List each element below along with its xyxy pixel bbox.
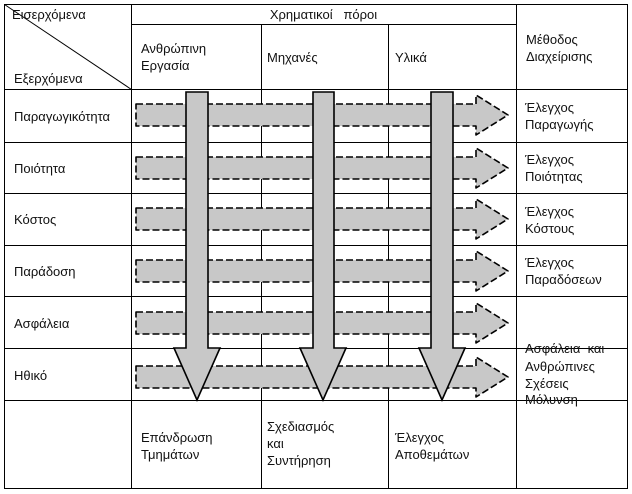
bottom-label-design-maintenance: Σχεδιασμός και Συντήρηση xyxy=(267,419,335,468)
row-label-cost: Κόστος xyxy=(14,212,57,227)
row-label-quality: Ποιότητα xyxy=(14,161,66,176)
row-label-safety: Ασφάλεια xyxy=(14,316,70,331)
column-header-machines: Μηχανές xyxy=(267,50,318,65)
resources-header: Χρηματικοί πόροι xyxy=(269,7,378,22)
corner-inputs-label: Εισερχόμενα xyxy=(12,7,86,22)
method-production-control: Έλεγχος Παραγωγής xyxy=(525,100,594,132)
row-label-morale: Ηθικό xyxy=(14,368,48,383)
row-label-productivity: Παραγωγικότητα xyxy=(14,109,111,124)
corner-outputs-label: Εξερχόμενα xyxy=(14,71,83,86)
method-quality-control: Έλεγχος Ποιότητας xyxy=(525,152,583,184)
column-header-materials: Υλικά xyxy=(395,50,427,65)
management-header: Μέθοδος Διαχείρισης xyxy=(526,32,593,64)
method-cost-control: Έλεγχος Κόστους xyxy=(525,204,575,236)
method-human-relations: Ανθρώπινες Σχέσεις xyxy=(525,359,595,391)
method-delivery-control: Έλεγχος Παραδόσεων xyxy=(525,255,602,287)
method-safety-pollution: Ασφάλεια και Μόλυνση xyxy=(525,341,605,407)
bottom-label-inventory-control: Έλεγχος Αποθεμάτων xyxy=(395,430,470,462)
row-label-delivery: Παράδοση xyxy=(14,264,76,279)
bottom-label-staffing: Επάνδρωση Τμημάτων xyxy=(141,430,213,462)
column-header-labor: Ανθρώπινη Εργασία xyxy=(141,41,207,73)
corner-diagonal xyxy=(4,4,132,90)
